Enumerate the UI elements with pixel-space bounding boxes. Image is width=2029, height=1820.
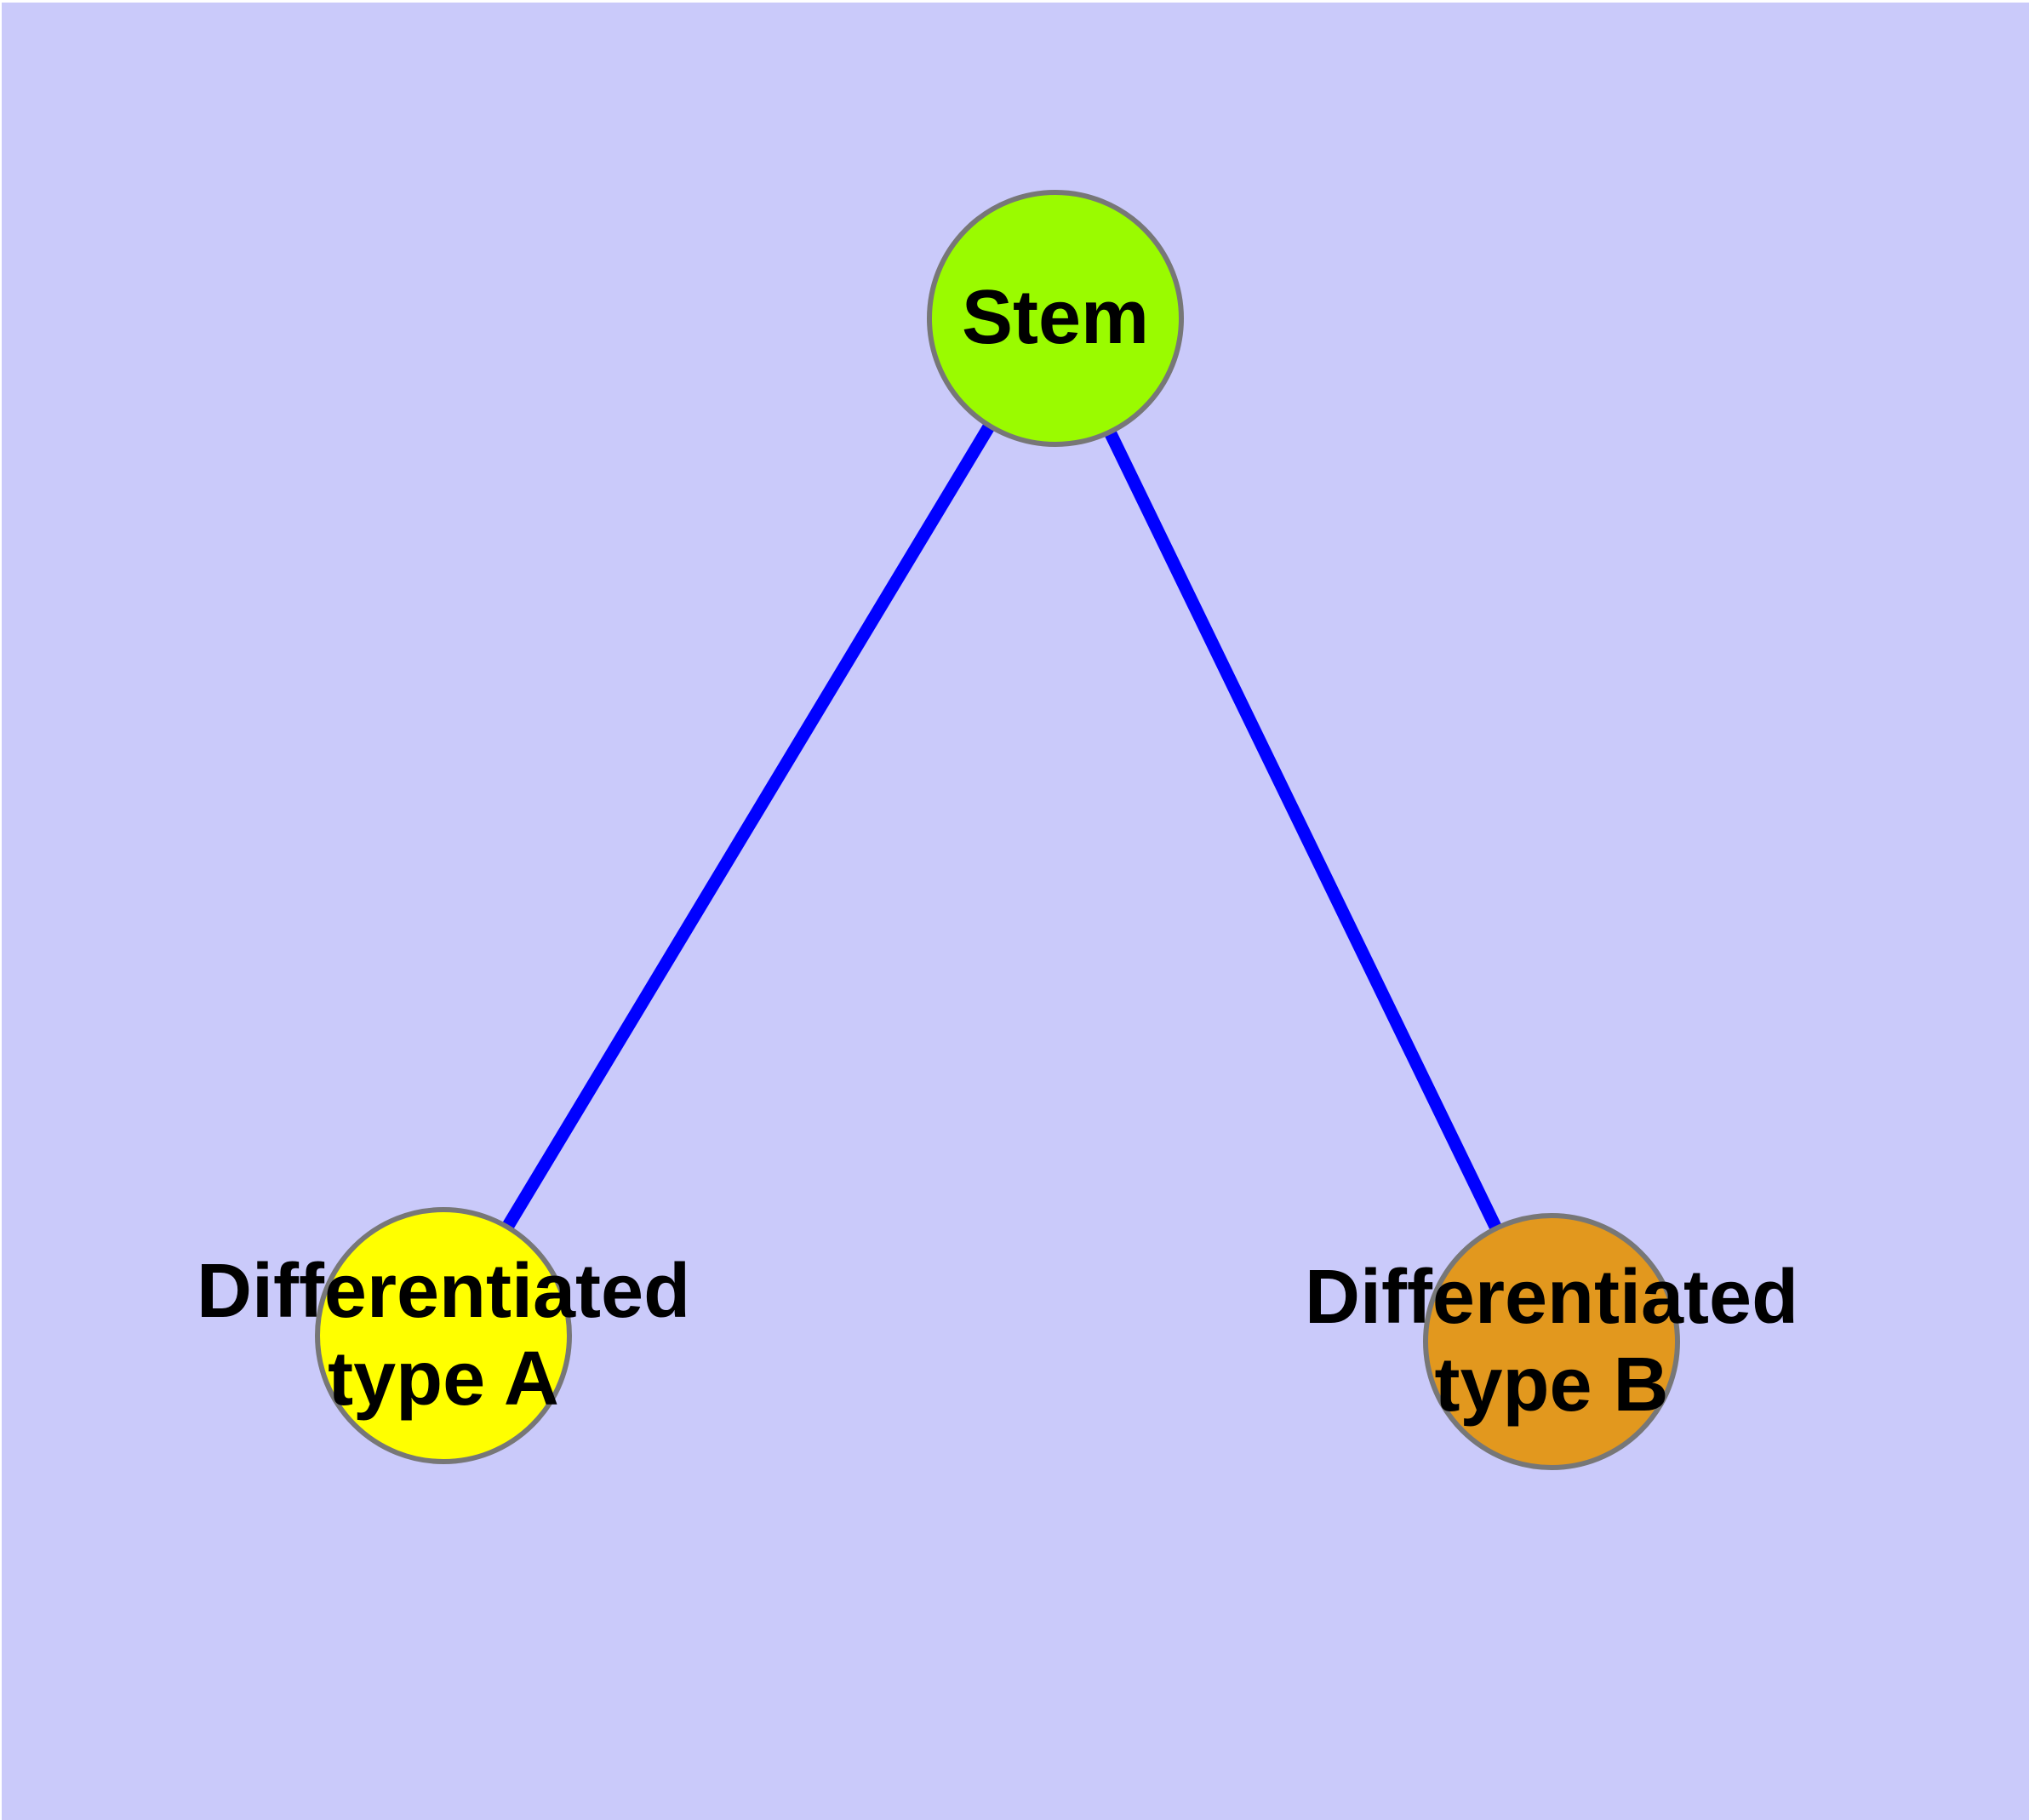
node-differentiated-type-a-label: Differentiated type A bbox=[196, 1248, 691, 1422]
node-stem-label: Stem bbox=[961, 275, 1150, 361]
node-differentiated-type-b-label: Differentiated type B bbox=[1304, 1254, 1799, 1428]
edge-stem-to-type-b bbox=[1049, 315, 1557, 1343]
graph-canvas: Stem Differentiated type A Differentiate… bbox=[2, 3, 2029, 1820]
node-differentiated-type-a[interactable]: Differentiated type A bbox=[197, 1207, 690, 1464]
edges-layer bbox=[437, 314, 1557, 1343]
node-stem[interactable]: Stem bbox=[927, 190, 1184, 447]
edge-stem-to-type-a bbox=[437, 314, 1060, 1337]
node-differentiated-type-b[interactable]: Differentiated type B bbox=[1305, 1213, 1798, 1470]
